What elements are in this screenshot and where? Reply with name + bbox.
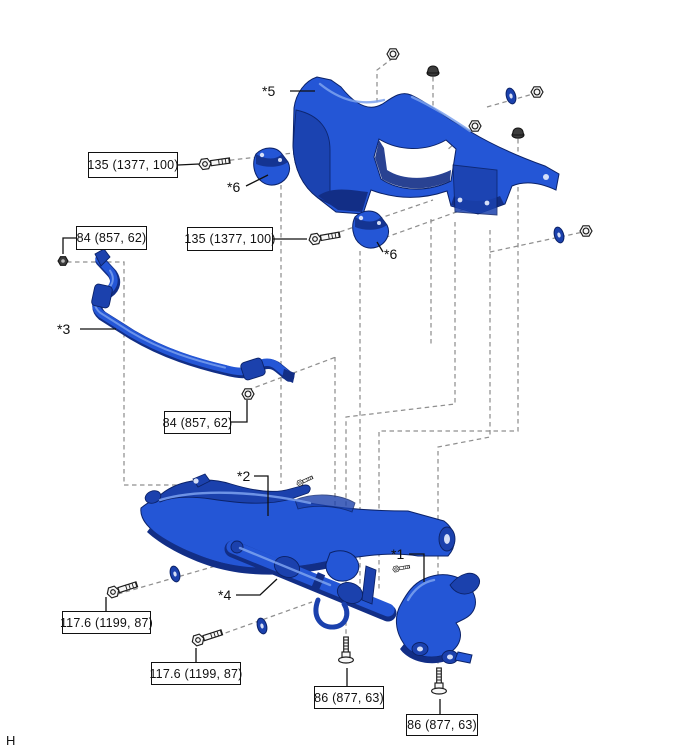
part-1-support-assembly xyxy=(396,572,481,664)
cap-nut-icon xyxy=(426,65,440,77)
torque-callout: 86 (877, 63) xyxy=(406,714,478,736)
torque-callout: 117.6 (1199, 87) xyxy=(149,662,243,685)
hex-bolt-icon xyxy=(190,626,224,648)
part-label: *2 xyxy=(237,468,251,484)
washer-icon xyxy=(551,225,567,245)
washer-icon xyxy=(167,564,183,584)
leader-lines xyxy=(62,90,441,714)
part-label: *6 xyxy=(384,246,398,262)
torque-callout: 86 (877, 63) xyxy=(314,686,384,709)
torque-value: 135 (1377, 100) xyxy=(87,158,179,172)
page-index-letter: H xyxy=(6,733,16,748)
torque-value: 86 (877, 63) xyxy=(314,690,384,705)
part-6-bracket xyxy=(352,210,390,249)
part-label: *3 xyxy=(57,321,71,337)
stud-icon xyxy=(391,563,411,573)
part-5-rear-crossmember xyxy=(292,76,560,216)
torque-callout: 84 (857, 62) xyxy=(162,411,233,434)
torque-callout: 117.6 (1199, 87) xyxy=(59,611,154,634)
stud-bolt-icon xyxy=(338,636,354,664)
torque-value: 117.6 (1199, 87) xyxy=(59,615,154,630)
cap-nut-icon xyxy=(511,127,525,139)
torque-value: 86 (877, 63) xyxy=(407,718,477,732)
hex-nut-icon xyxy=(579,225,593,237)
hex-nut-icon xyxy=(530,86,544,98)
hex-nut-icon xyxy=(468,120,482,132)
washer-icon xyxy=(254,616,270,636)
hex-nut-icon xyxy=(386,48,400,60)
part-4-steering-gear xyxy=(224,540,411,630)
part-label: *5 xyxy=(262,83,276,99)
torque-callout: 135 (1377, 100) xyxy=(87,152,179,178)
torque-value: 84 (857, 62) xyxy=(162,415,233,430)
part-2-front-crossmember xyxy=(140,473,456,575)
hex-nut-icon xyxy=(241,388,255,400)
torque-callout: 84 (857, 62) xyxy=(76,226,147,250)
stud-bolt-icon xyxy=(431,667,447,695)
part-label: *6 xyxy=(227,179,241,195)
part-label: *4 xyxy=(218,587,232,603)
torque-value: 117.6 (1199, 87) xyxy=(149,666,243,681)
torque-value: 84 (857, 62) xyxy=(76,231,147,245)
hex-bolt-icon xyxy=(307,228,342,246)
hex-bolt-icon xyxy=(197,154,232,171)
washer-icon xyxy=(503,86,519,106)
hex-nut-icon xyxy=(57,256,69,266)
torque-value: 135 (1377, 100) xyxy=(184,232,276,246)
part-3-stabilizer-bar xyxy=(91,248,295,383)
part-label: *1 xyxy=(391,546,405,562)
torque-callout: 135 (1377, 100) xyxy=(184,227,276,251)
